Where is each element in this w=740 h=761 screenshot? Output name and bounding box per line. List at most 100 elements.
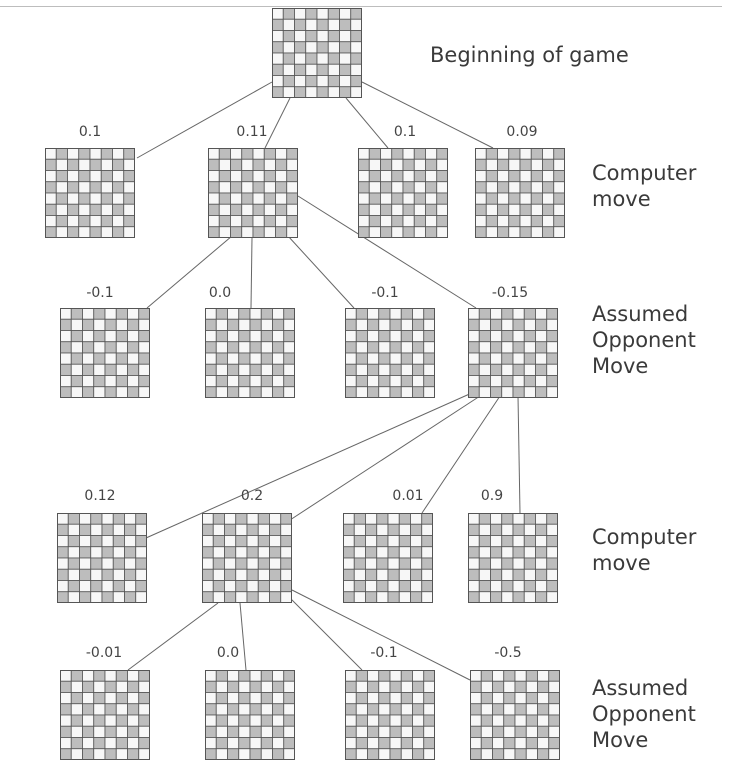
board-square — [479, 547, 490, 558]
board-square — [79, 182, 90, 193]
board-square — [71, 726, 82, 737]
board-square — [368, 726, 379, 737]
board-square — [520, 193, 531, 204]
board-square — [101, 193, 112, 204]
board-square — [213, 513, 224, 524]
board-square — [306, 64, 317, 75]
board-square — [247, 513, 258, 524]
board-square — [354, 592, 365, 603]
board-square — [276, 193, 287, 204]
board-square — [80, 558, 91, 569]
board-e4 — [470, 670, 560, 760]
board-square — [136, 581, 147, 592]
board-square — [399, 536, 410, 547]
board-square — [79, 216, 90, 227]
score-c2: 0.11 — [236, 124, 267, 140]
board-square — [513, 513, 524, 524]
board-square — [284, 308, 295, 319]
board-square — [116, 738, 127, 749]
board-square — [554, 182, 565, 193]
board-square — [437, 159, 448, 170]
board-square — [79, 159, 90, 170]
board-square — [413, 376, 424, 387]
board-square — [261, 749, 272, 760]
board-square — [343, 547, 354, 558]
board-square — [258, 558, 269, 569]
board-square — [369, 182, 380, 193]
board-square — [369, 204, 380, 215]
board-square — [377, 536, 388, 547]
board-square — [247, 592, 258, 603]
board-square — [124, 159, 135, 170]
board-square — [205, 387, 216, 398]
board-square — [538, 693, 549, 704]
board-square — [422, 513, 433, 524]
board-square — [481, 749, 492, 760]
board-square — [116, 715, 127, 726]
board-square — [105, 681, 116, 692]
board-square — [247, 524, 258, 535]
board-square — [513, 536, 524, 547]
board-square — [239, 726, 250, 737]
board-square — [481, 704, 492, 715]
board-square — [390, 331, 401, 342]
board-square — [202, 558, 213, 569]
board-square — [71, 693, 82, 704]
board-square — [379, 670, 390, 681]
board-square — [270, 536, 281, 547]
board-square — [401, 376, 412, 387]
board-square — [536, 342, 547, 353]
board-square — [250, 749, 261, 760]
label-computer-move-1: Computer move — [592, 160, 696, 212]
score-c3: 0.1 — [394, 124, 416, 140]
board-square — [549, 738, 560, 749]
board-square — [379, 376, 390, 387]
board-square — [94, 319, 105, 330]
board-square — [139, 738, 150, 749]
board-square — [205, 715, 216, 726]
board-square — [356, 342, 367, 353]
board-square — [524, 558, 535, 569]
board-square — [228, 726, 239, 737]
board-square — [356, 331, 367, 342]
board-square — [261, 308, 272, 319]
board-square — [94, 749, 105, 760]
board-square — [470, 704, 481, 715]
board-square — [101, 204, 112, 215]
checkerboard-e1 — [60, 670, 150, 760]
board-square — [424, 726, 435, 737]
board-square — [481, 693, 492, 704]
board-square — [513, 331, 524, 342]
board-square — [116, 726, 127, 737]
board-square — [437, 227, 448, 238]
board-square — [80, 592, 91, 603]
board-square — [414, 227, 425, 238]
board-square — [368, 364, 379, 375]
board-square — [422, 592, 433, 603]
board-square — [413, 693, 424, 704]
board-square — [136, 569, 147, 580]
board-square — [486, 204, 497, 215]
board-square — [56, 171, 67, 182]
board-square — [213, 558, 224, 569]
board-square — [113, 159, 124, 170]
board-square — [91, 524, 102, 535]
board-square — [354, 569, 365, 580]
board-square — [354, 581, 365, 592]
board-square — [261, 342, 272, 353]
board-square — [68, 558, 79, 569]
board-square — [381, 193, 392, 204]
board-square — [128, 693, 139, 704]
board-square — [56, 182, 67, 193]
board-square — [368, 670, 379, 681]
board-square — [520, 159, 531, 170]
board-square — [554, 204, 565, 215]
board-square — [239, 353, 250, 364]
board-square — [414, 171, 425, 182]
board-square — [426, 193, 437, 204]
board-square — [509, 204, 520, 215]
board-square — [328, 8, 339, 19]
board-square — [250, 364, 261, 375]
board-square — [295, 42, 306, 53]
board-square — [124, 216, 135, 227]
